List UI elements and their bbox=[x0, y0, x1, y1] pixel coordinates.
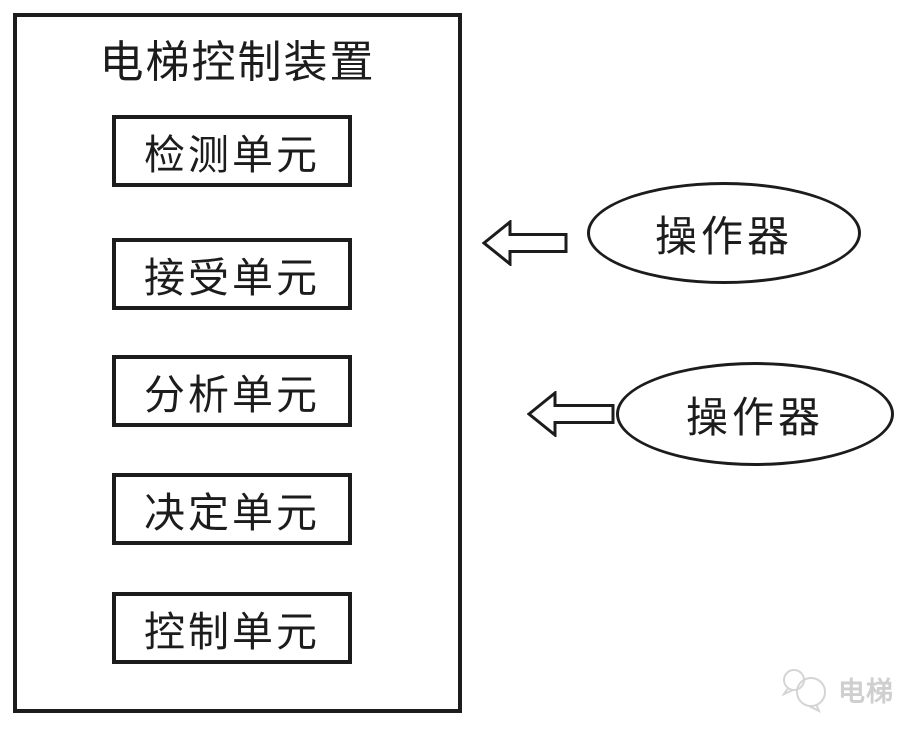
operator-ellipse-2: 操作器 bbox=[616, 362, 894, 466]
unit-box-detection: 检测单元 bbox=[112, 115, 352, 187]
unit-box-control: 控制单元 bbox=[112, 592, 352, 664]
unit-box-decision: 决定单元 bbox=[112, 473, 352, 545]
unit-box-receive: 接受单元 bbox=[112, 238, 352, 310]
unit-label: 决定单元 bbox=[144, 490, 320, 536]
unit-label: 接受单元 bbox=[144, 255, 320, 301]
diagram-title: 电梯控制装置 bbox=[99, 38, 376, 87]
unit-label: 检测单元 bbox=[144, 132, 320, 178]
chat-bubbles-icon bbox=[781, 669, 826, 713]
left-block-arrow-icon bbox=[527, 391, 615, 437]
unit-label: 分析单元 bbox=[144, 372, 320, 418]
unit-box-analysis: 分析单元 bbox=[112, 355, 352, 427]
watermark-text: 电梯 bbox=[838, 676, 894, 707]
left-block-arrow-icon bbox=[482, 220, 568, 266]
operator-label: 操作器 bbox=[654, 212, 793, 260]
operator-ellipse-1: 操作器 bbox=[587, 182, 861, 284]
operator-label: 操作器 bbox=[685, 393, 824, 441]
unit-label: 控制单元 bbox=[144, 609, 320, 655]
watermark: 电梯 bbox=[781, 665, 894, 713]
